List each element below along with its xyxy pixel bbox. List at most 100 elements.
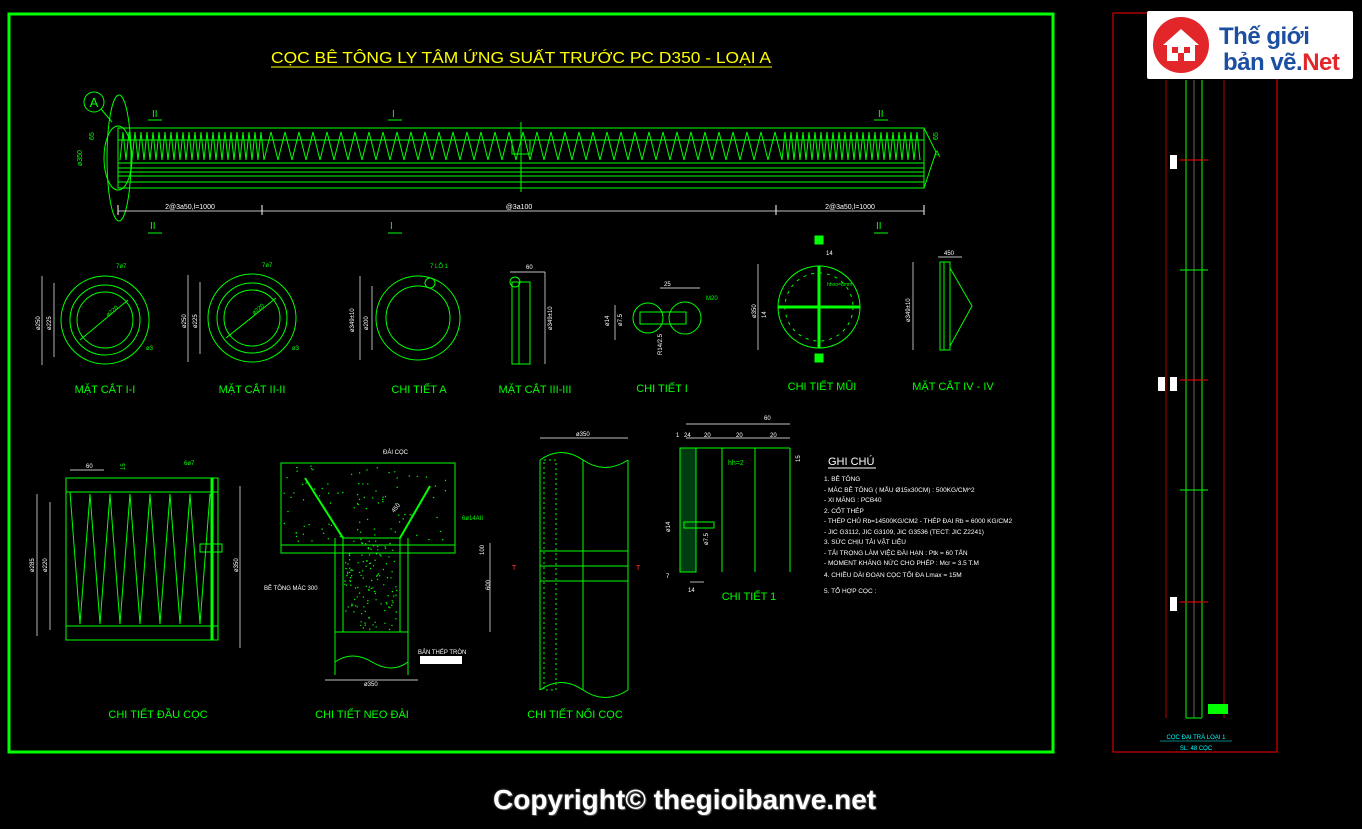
concrete-dot: [362, 570, 364, 572]
concrete-dot: [369, 567, 372, 570]
concrete-dot: [394, 471, 396, 473]
detail-a-drawing[interactable]: [359, 275, 461, 361]
concrete-dot: [395, 589, 398, 592]
det1-b: 24: [684, 433, 691, 439]
anchor-dim-side: 600: [486, 579, 492, 590]
concrete-dot: [370, 579, 373, 582]
head-top: 60: [86, 464, 93, 470]
concrete-dot: [354, 587, 357, 589]
concrete-dot: [287, 510, 289, 513]
section-mark-ii-right-bottom[interactable]: II: [876, 221, 882, 232]
concrete-dot: [372, 497, 374, 499]
det1-hh: hh=2: [728, 460, 744, 467]
concrete-dot: [376, 545, 379, 548]
concrete-dot: [350, 569, 352, 571]
section-iii-iii-drawing[interactable]: [509, 271, 546, 365]
concrete-dot: [374, 534, 376, 536]
sec3-top: 60: [526, 265, 533, 271]
sheet-frame: [7, 12, 1055, 754]
concrete-dot: [345, 562, 347, 564]
detail-1-drawing[interactable]: [679, 423, 791, 583]
splice-tag: [1170, 597, 1177, 611]
concrete-dot: [391, 571, 393, 573]
splice-marks: [1158, 155, 1208, 611]
concrete-dot: [373, 528, 375, 530]
concrete-dot: [367, 548, 370, 550]
sec2-dim1: ø250: [182, 314, 188, 328]
concrete-dot: [361, 554, 363, 556]
section-mark-i-mid-bottom[interactable]: I: [390, 221, 393, 232]
section-iv-iv-drawing[interactable]: [912, 256, 973, 351]
cap-anchor-detail-drawing[interactable]: [280, 462, 491, 681]
section-ii-ii-drawing[interactable]: [187, 273, 297, 363]
detTip-top: 14: [826, 251, 833, 257]
note-line: - MÁC BÊ TÔNG ( MẪU Ø15x30CM) : 500KG/CM…: [824, 485, 975, 494]
concrete-dot: [312, 469, 314, 471]
detail-i-small-drawing[interactable]: [614, 287, 702, 340]
concrete-dot: [425, 476, 428, 478]
concrete-dot: [375, 490, 377, 492]
det1-right: ø7.5: [704, 532, 710, 545]
concrete-dot: [351, 603, 353, 605]
concrete-dot: [370, 562, 372, 564]
concrete-dot: [354, 598, 356, 601]
concrete-dot: [342, 491, 344, 494]
det1s-d5: R14/2.5: [658, 333, 664, 355]
section-mark-ii-right[interactable]: II: [878, 109, 884, 120]
detA-label: CHI TIẾT A: [391, 383, 447, 396]
concrete-dot: [327, 483, 329, 485]
end-dim-right: 65: [933, 132, 940, 140]
concrete-dot: [387, 595, 389, 597]
section-mark-ii-left-bottom[interactable]: II: [150, 221, 156, 232]
concrete-dot: [376, 578, 379, 581]
site-logo[interactable]: Thế giới bản vẽ.Net: [1147, 11, 1353, 79]
concrete-dot: [358, 498, 361, 501]
section-mark-i-mid[interactable]: I: [392, 109, 395, 120]
concrete-dot: [386, 603, 388, 605]
concrete-dot: [408, 475, 410, 477]
concrete-dot: [436, 516, 438, 519]
concrete-dot: [346, 574, 348, 577]
section-i-i-drawing[interactable]: [41, 275, 150, 365]
concrete-dot: [384, 495, 387, 498]
concrete-dot: [362, 560, 364, 563]
detail-bubble-a[interactable]: [83, 91, 105, 113]
section-mark-ii-left[interactable]: II: [152, 109, 158, 120]
concrete-dot: [328, 523, 330, 525]
concrete-dot: [297, 540, 299, 542]
concrete-dot: [383, 584, 385, 586]
dim-right: 2@3a50,l=1000: [825, 204, 875, 211]
notes-heading: GHI CHÚ: [828, 455, 875, 468]
concrete-dot: [379, 554, 381, 556]
concrete-dot: [380, 555, 382, 557]
det1-bot1: 7: [666, 574, 670, 580]
concrete-dot: [357, 494, 359, 496]
concrete-dot: [350, 584, 352, 586]
concrete-dot: [375, 553, 378, 555]
concrete-dot: [345, 567, 347, 570]
det1-a: 1: [676, 433, 680, 439]
house-icon: [1153, 17, 1209, 73]
pile-elevation[interactable]: [103, 94, 937, 222]
det1s-d4: ø7.5: [618, 313, 624, 326]
note-line: - THÉP CHỦ Rb=14500KG/CM2 - THÉP ĐAI Rb …: [824, 516, 1012, 525]
pile-combination-drawing[interactable]: [1165, 80, 1228, 719]
concrete-dot: [386, 577, 389, 579]
copyright-watermark: Copyright© thegioibanve.net: [493, 784, 877, 815]
note-line: 1. BÊ TÔNG: [824, 474, 860, 483]
sheet-title: CỌC BÊ TÔNG LY TÂM ỨNG SUẤT TRƯỚC PC D35…: [271, 48, 771, 67]
pile-joint-detail-drawing[interactable]: [539, 437, 629, 698]
concrete-dot: [322, 532, 325, 534]
concrete-dot: [362, 483, 364, 485]
concrete-dot: [444, 490, 447, 492]
anchor-label: CHI TIẾT NEO ĐÀI: [315, 708, 409, 721]
concrete-dot: [428, 538, 430, 541]
concrete-dot: [363, 606, 365, 608]
det1-d: 20: [736, 433, 743, 439]
logo-line1: Thế giới: [1219, 23, 1310, 50]
concrete-dot: [384, 622, 386, 624]
pile-head-detail-drawing[interactable]: [36, 469, 241, 648]
detail-tip-drawing[interactable]: [757, 235, 861, 363]
concrete-dot: [444, 479, 447, 482]
